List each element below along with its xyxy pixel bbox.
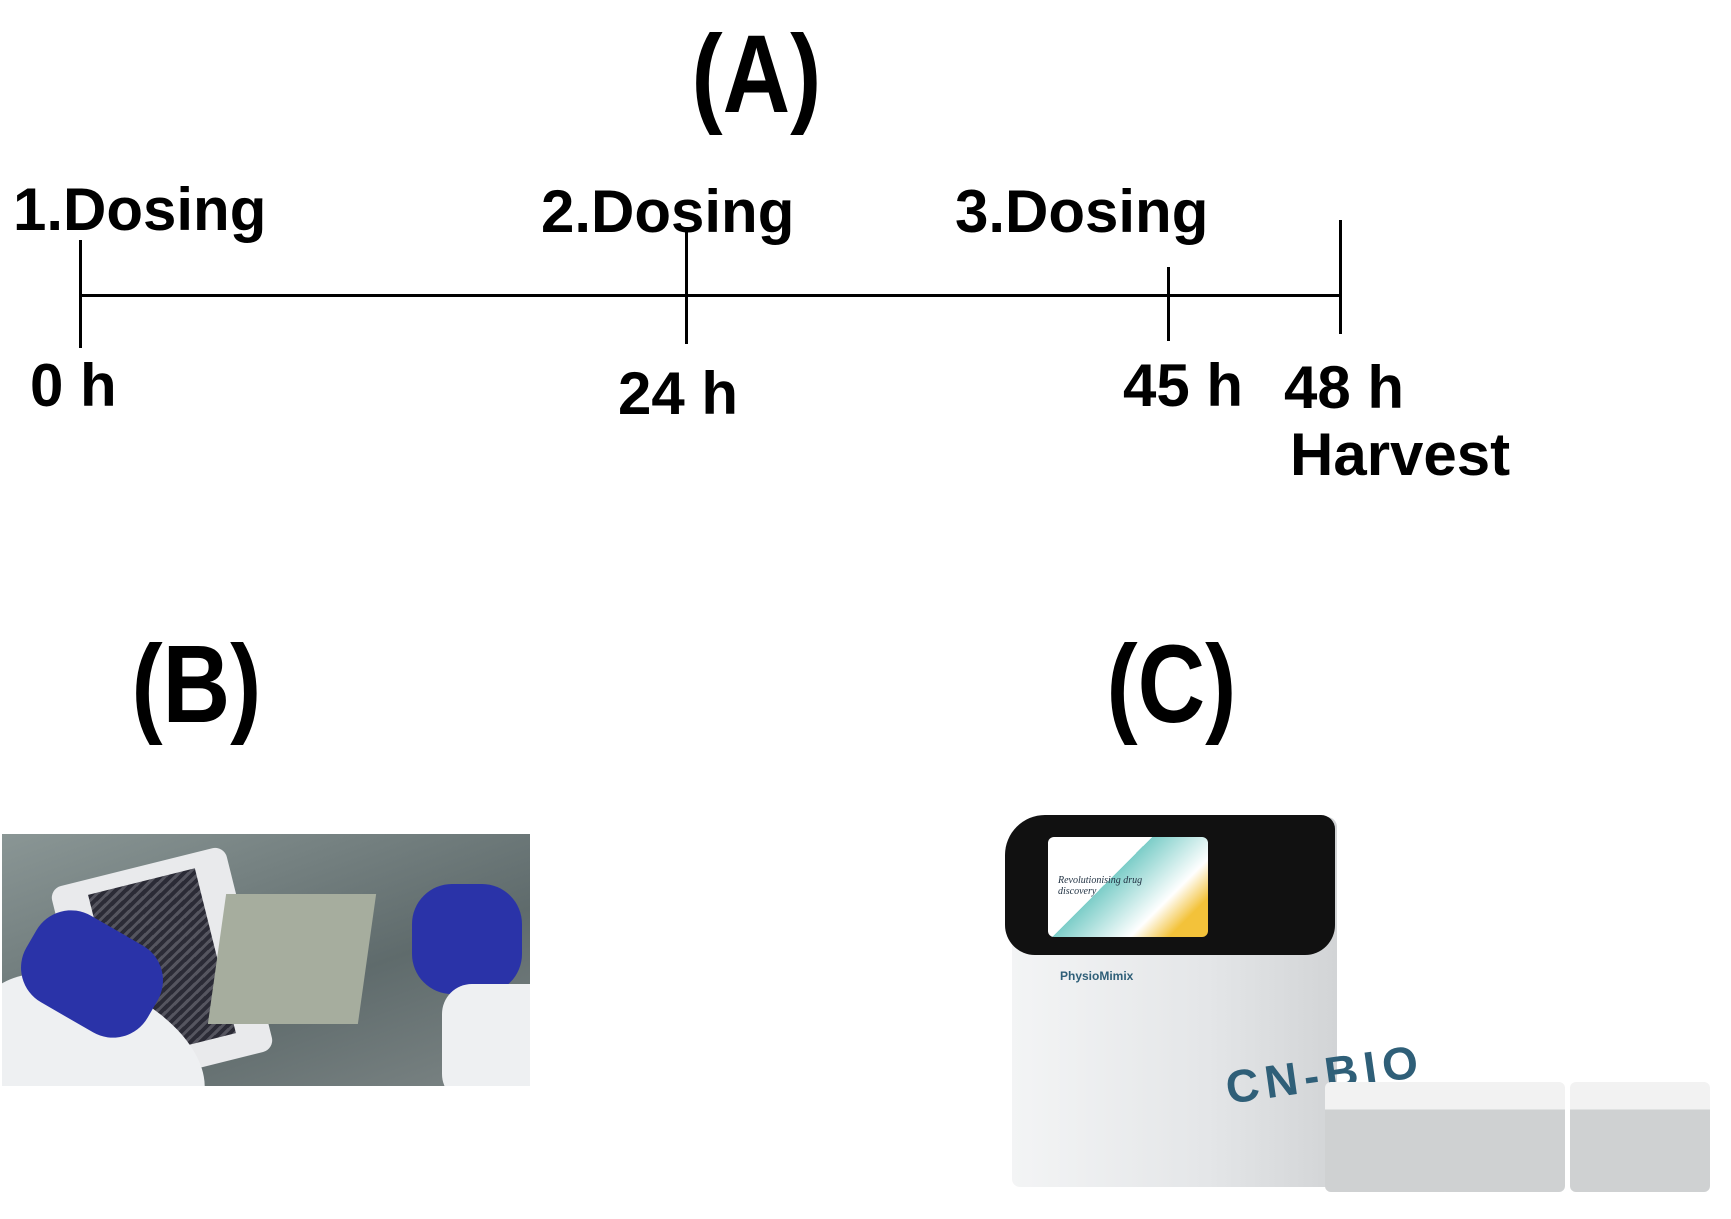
panel-label-b: (B) (131, 623, 262, 746)
time-label-0h: 0 h (30, 352, 117, 419)
dosing-label-3: 3.Dosing (955, 178, 1209, 245)
tick-0h (79, 240, 82, 348)
time-label-45h: 45 h (1123, 352, 1244, 419)
screen-text: Revolutionising drug discovery (1058, 875, 1143, 897)
cell-plate (207, 894, 377, 1024)
dosing-label-1: 1.Dosing (13, 176, 267, 243)
time-label-48h: 48 h (1284, 354, 1405, 421)
dosing-label-2: 2.Dosing (541, 178, 795, 245)
timeline-axis (81, 294, 1341, 297)
lab-photo (2, 834, 530, 1086)
panel-label-a: (A) (691, 13, 822, 136)
plate-module-1 (1325, 1082, 1450, 1192)
product-name: PhysioMimix (1060, 969, 1134, 983)
tick-24h (685, 232, 688, 344)
blue-glove-right (412, 884, 522, 994)
harvest-label: Harvest (1290, 421, 1511, 488)
plate-module-2 (1440, 1082, 1565, 1192)
panel-label-c: (C) (1106, 623, 1237, 746)
lab-coat-right (442, 984, 530, 1086)
tick-48h (1339, 220, 1342, 334)
device-screen: Revolutionising drug discovery (1048, 837, 1208, 937)
time-label-24h: 24 h (618, 360, 739, 427)
plate-module-3 (1570, 1082, 1710, 1192)
tick-45h (1167, 267, 1170, 341)
physiomimix-device-photo: Revolutionising drug discovery PhysioMim… (1000, 807, 1731, 1219)
